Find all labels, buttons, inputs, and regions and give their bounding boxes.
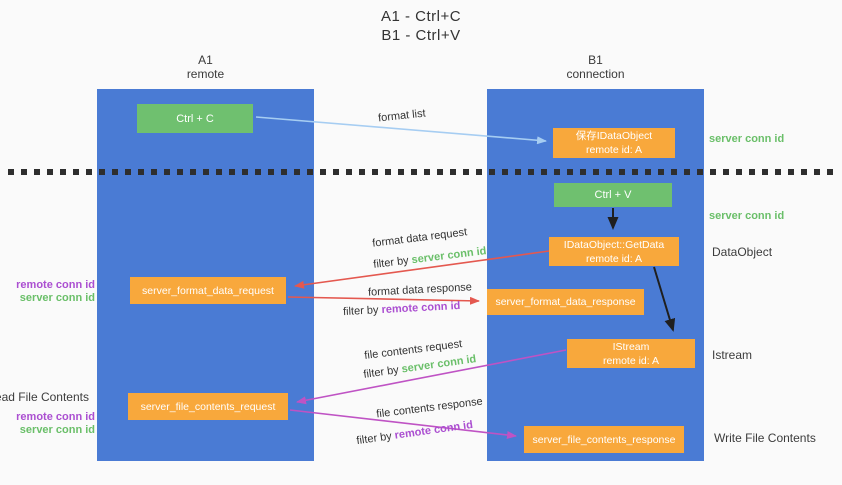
- file-contents-request-arrow: [296, 349, 567, 405]
- column-a-name: A1: [198, 53, 213, 67]
- ctrl-c-box: Ctrl + C: [137, 104, 253, 133]
- server-file-contents-response-label: server_file_contents_response: [532, 433, 676, 446]
- column-b-name: B1: [588, 53, 603, 67]
- left-remote-conn-id-label-2: remote conn id: [16, 411, 95, 423]
- write-file-contents-label: Write File Contents: [714, 431, 816, 445]
- server-file-contents-request-label: server_file_contents_request: [140, 400, 276, 413]
- title-line-1: A1 - Ctrl+C: [380, 8, 462, 25]
- column-a-header: A1 remote: [97, 53, 314, 81]
- dataobject-label: DataObject: [712, 245, 773, 259]
- getdata-to-istream-arrow: [653, 266, 676, 332]
- server-format-data-response-box: server_format_data_response: [487, 289, 644, 315]
- title-line-2: B1 - Ctrl+V: [381, 27, 461, 44]
- column-b-subtitle: connection: [566, 67, 625, 81]
- column-a-subtitle: remote: [186, 67, 225, 81]
- ctrl-v-box: Ctrl + V: [554, 183, 672, 207]
- save-idataobject-box: 保存IDataObject remote id: A: [553, 128, 675, 158]
- save-idataobject-line2: remote id: A: [585, 144, 643, 156]
- server-format-data-request-label: server_format_data_request: [142, 284, 274, 297]
- istream-line1: IStream: [612, 340, 650, 353]
- server-format-data-request-box: server_format_data_request: [130, 277, 286, 304]
- left-remote-conn-id-label-1: remote conn id: [16, 279, 95, 291]
- ctrl-v-label: Ctrl + V: [594, 189, 632, 201]
- filter-by-text: filter by: [342, 304, 379, 319]
- left-server-conn-id-label-2: server conn id: [19, 424, 95, 436]
- column-b-header: B1 connection: [487, 53, 704, 81]
- ctrl-c-label: Ctrl + C: [176, 112, 214, 125]
- server-file-contents-response-box: server_file_contents_response: [524, 426, 684, 453]
- format-list-arrow: [255, 116, 547, 145]
- server-file-contents-request-box: server_file_contents_request: [128, 393, 288, 420]
- save-idataobject-line1: 保存IDataObject: [575, 130, 653, 142]
- server-format-data-response-label: server_format_data_response: [495, 296, 636, 308]
- diagram-title: A1 - Ctrl+C B1 - Ctrl+V: [0, 7, 842, 45]
- read-file-contents-label: Read File Contents: [0, 390, 89, 404]
- left-server-conn-id-label-1: server conn id: [19, 292, 95, 304]
- istream-box: IStream remote id: A: [567, 339, 695, 368]
- right-server-conn-id-label-1: server conn id: [709, 133, 785, 145]
- file-contents-response-arrow: [289, 409, 517, 439]
- format-data-response-arrow: [287, 296, 480, 305]
- idataobject-getdata-box: IDataObject::GetData remote id: A: [549, 237, 679, 266]
- right-server-conn-id-label-2: server conn id: [709, 210, 785, 222]
- istream-line2: remote id: A: [602, 354, 660, 367]
- getdata-line2: remote id: A: [585, 252, 643, 265]
- istream-side-label: Istream: [712, 348, 753, 362]
- format-data-request-arrow: [294, 250, 550, 289]
- getdata-line1: IDataObject::GetData: [563, 238, 665, 251]
